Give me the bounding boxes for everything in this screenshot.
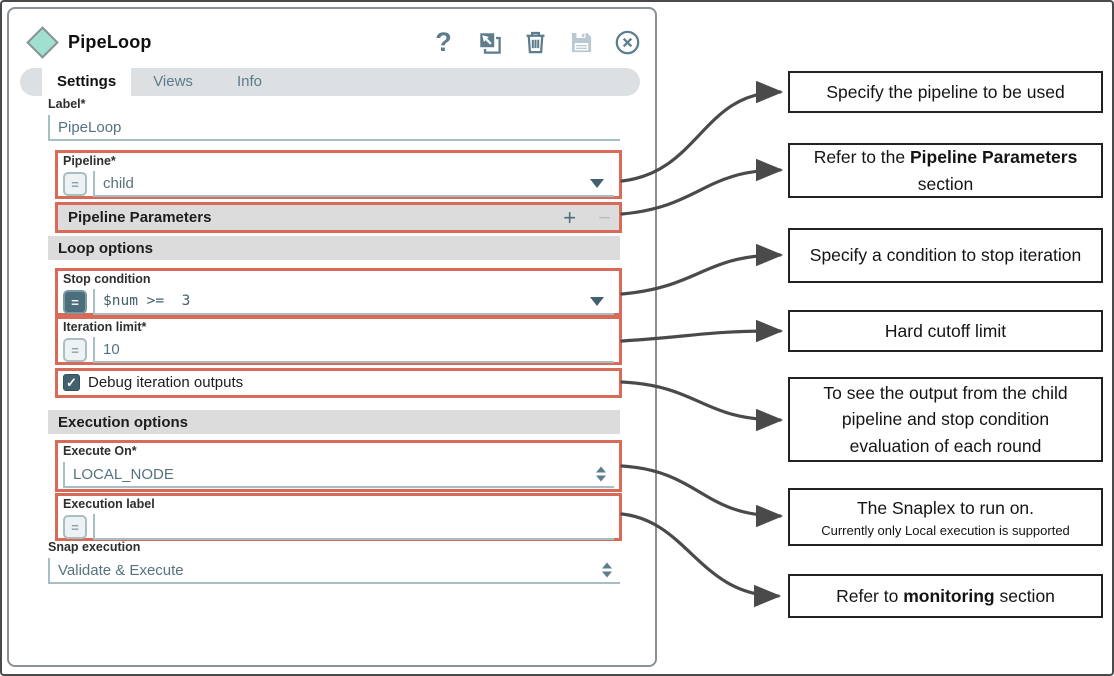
loop-options-header: Loop options bbox=[48, 236, 620, 260]
tab-info[interactable]: Info bbox=[236, 73, 262, 90]
execute-on-field: Execute On* LOCAL_NODE bbox=[55, 440, 622, 492]
execute-on-stepper-icon[interactable] bbox=[596, 466, 606, 482]
label-field: Label* PipeLoop bbox=[48, 97, 620, 141]
pipeline-field: Pipeline* = child bbox=[55, 150, 622, 199]
help-icon: ? bbox=[435, 26, 452, 57]
snap-diamond-icon bbox=[26, 25, 59, 59]
pipeline-input[interactable]: child bbox=[93, 171, 614, 197]
annotation-box: Specify a condition to stop iteration bbox=[788, 228, 1103, 283]
popout-button[interactable] bbox=[476, 29, 503, 56]
debug-label: Debug iteration outputs bbox=[88, 374, 244, 391]
iteration-limit-expression-toggle[interactable]: = bbox=[63, 338, 87, 362]
stop-condition-input[interactable]: $num >= 3 bbox=[93, 289, 614, 315]
pipeline-dropdown-arrow-icon[interactable] bbox=[590, 179, 604, 188]
add-parameter-button[interactable]: + bbox=[563, 204, 577, 230]
snap-execution-select[interactable]: Validate & Execute bbox=[48, 558, 620, 584]
debug-field: ✓ Debug iteration outputs bbox=[55, 368, 622, 398]
execute-on-label: Execute On* bbox=[63, 444, 137, 458]
snap-execution-stepper-icon[interactable] bbox=[602, 562, 612, 578]
iteration-limit-label: Iteration limit* bbox=[63, 320, 147, 334]
annotation-box: Hard cutoff limit bbox=[788, 310, 1103, 352]
popout-icon bbox=[478, 30, 501, 54]
iteration-limit-input[interactable]: 10 bbox=[93, 337, 614, 363]
pipeloop-dialog: PipeLoop ? bbox=[7, 7, 657, 667]
annotation-box: Refer to the Pipeline Parameters section bbox=[788, 143, 1103, 198]
label-field-label: Label* bbox=[48, 97, 86, 111]
close-button[interactable] bbox=[614, 29, 641, 56]
pipeline-parameters-section: Pipeline Parameters + − bbox=[55, 202, 622, 233]
execution-label-expression-toggle[interactable]: = bbox=[63, 515, 87, 539]
trash-icon bbox=[526, 31, 545, 53]
snap-execution-field: Snap execution Validate & Execute bbox=[48, 540, 620, 584]
execution-label-label: Execution label bbox=[63, 497, 155, 511]
dialog-toolbar: ? bbox=[430, 26, 641, 57]
pipeline-parameters-title: Pipeline Parameters bbox=[68, 209, 212, 226]
execution-label-input[interactable] bbox=[93, 514, 614, 540]
tab-views[interactable]: Views bbox=[153, 73, 193, 90]
stop-condition-field: Stop condition = $num >= 3 bbox=[55, 268, 622, 316]
tab-settings[interactable]: Settings bbox=[42, 68, 132, 96]
save-button[interactable] bbox=[568, 29, 595, 56]
pipeline-expression-toggle[interactable]: = bbox=[63, 172, 87, 196]
remove-parameter-button[interactable]: − bbox=[598, 204, 611, 230]
label-input[interactable]: PipeLoop bbox=[48, 115, 620, 141]
annotation-box: The Snaplex to run on. Currently only Lo… bbox=[788, 488, 1103, 546]
check-icon: ✓ bbox=[66, 375, 77, 390]
help-button[interactable]: ? bbox=[430, 26, 457, 57]
execute-on-select[interactable]: LOCAL_NODE bbox=[63, 462, 614, 488]
delete-button[interactable] bbox=[522, 29, 549, 56]
save-icon bbox=[571, 32, 592, 52]
stop-condition-label: Stop condition bbox=[63, 272, 151, 286]
iteration-limit-field: Iteration limit* = 10 bbox=[55, 316, 622, 365]
debug-checkbox[interactable]: ✓ bbox=[63, 374, 80, 391]
dialog-header: PipeLoop ? bbox=[26, 21, 641, 63]
annotation-box: To see the output from the child pipelin… bbox=[788, 377, 1103, 462]
pipeline-field-label: Pipeline* bbox=[63, 154, 116, 168]
annotation-box: Refer to monitoring section bbox=[788, 574, 1103, 618]
tab-bar: Settings Views Info bbox=[20, 68, 640, 96]
snap-execution-label: Snap execution bbox=[48, 540, 141, 554]
dialog-title: PipeLoop bbox=[68, 31, 152, 52]
execution-label-field: Execution label = bbox=[55, 493, 622, 541]
stop-condition-dropdown-arrow-icon[interactable] bbox=[590, 297, 604, 306]
stop-condition-expression-toggle[interactable]: = bbox=[63, 290, 87, 314]
execution-options-header: Execution options bbox=[48, 410, 620, 434]
annotation-box: Specify the pipeline to be used bbox=[788, 71, 1103, 113]
close-icon bbox=[615, 30, 640, 54]
